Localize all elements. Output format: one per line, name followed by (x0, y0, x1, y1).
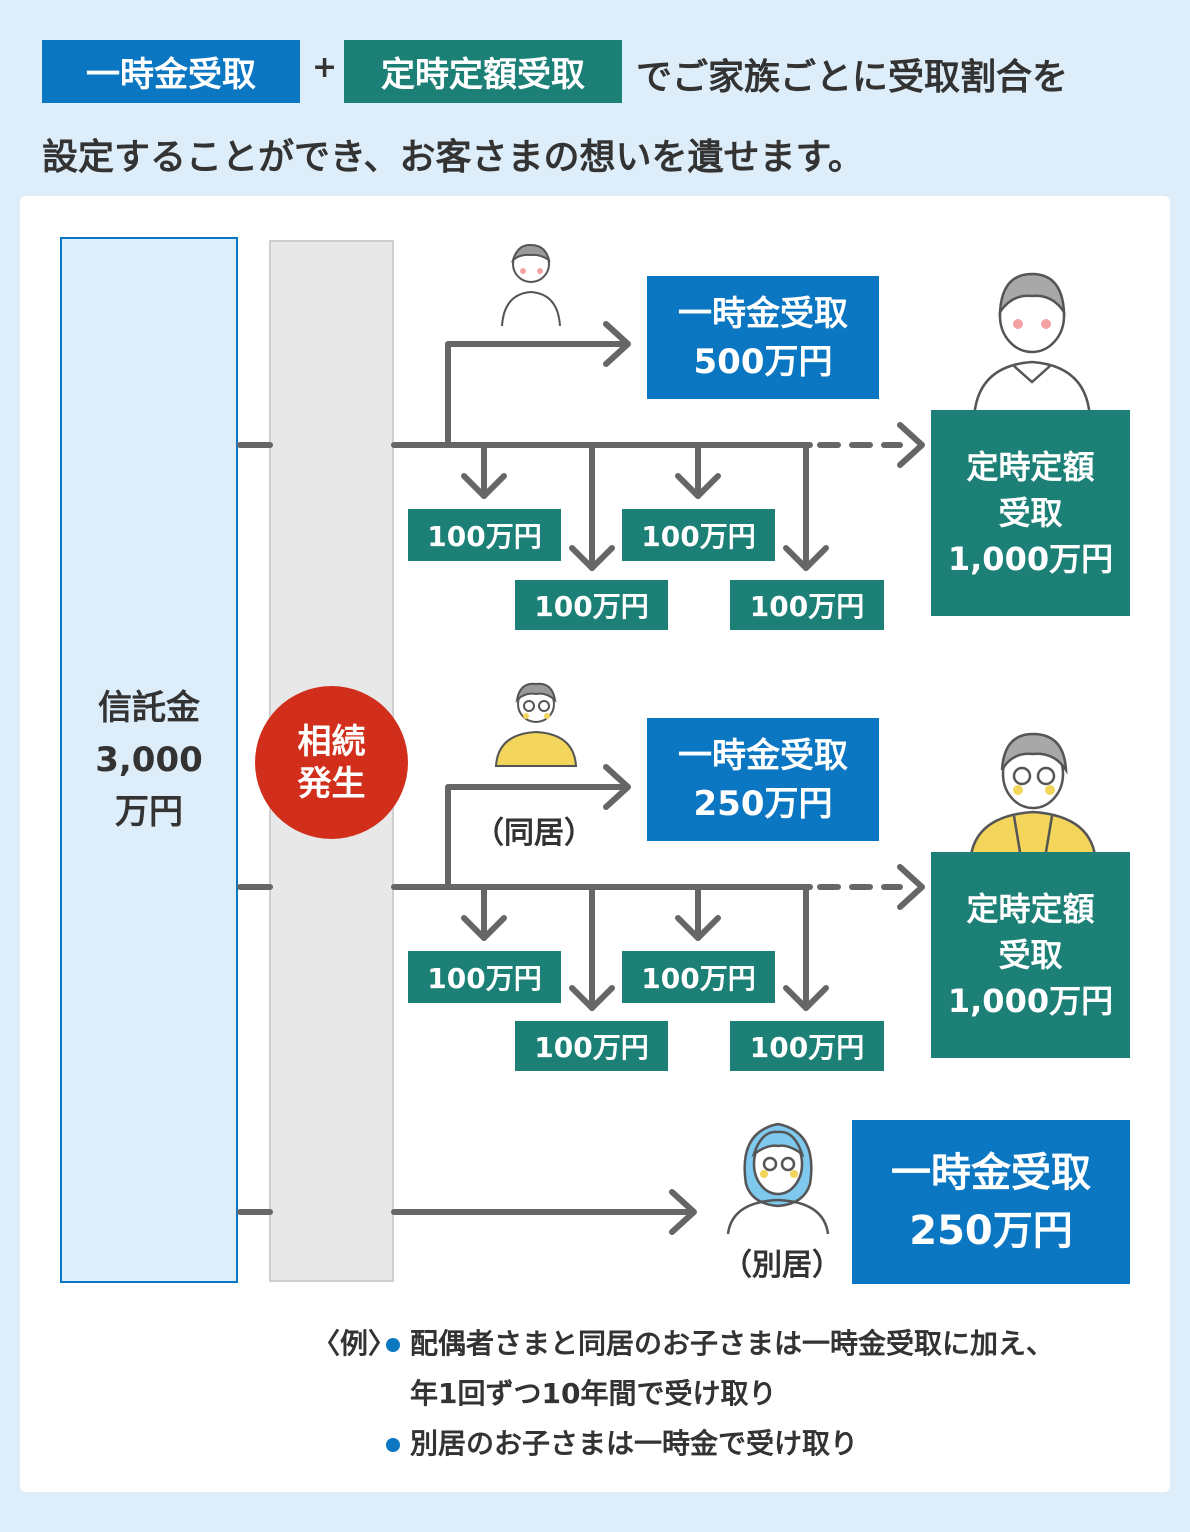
trust-amount-box: 信託金 3,000 万円 (60, 237, 238, 1283)
cohabiting-periodic-label2: 受取 (998, 936, 1063, 974)
child-separate-illustration (726, 1122, 830, 1235)
footnote-prefix: 〈例〉 (312, 1327, 397, 1360)
spouse-installment-1: 100万円 (408, 509, 561, 561)
headline-line2: 設定することができ、お客さまの想いを遺せます。 (42, 137, 864, 178)
trust-label: 信託金 (98, 688, 200, 728)
footnote-bullet-1-cont: 年1回ずつ10年間で受け取り (410, 1377, 777, 1410)
child-cohabiting-illustration (968, 732, 1098, 866)
cohabiting-lump-sum-box: 一時金受取 250万円 (647, 718, 879, 841)
cohabiting-periodic-box: 定時定額 受取 1,000万円 (931, 852, 1130, 1058)
footnote-bullet-2: 別居のお子さまは一時金で受け取り (386, 1422, 858, 1462)
lump-sum-tag: 一時金受取 (42, 40, 300, 103)
child-cohabiting-small-illustration (494, 682, 578, 767)
cohabiting-installment-3: 100万円 (622, 951, 775, 1003)
cohabiting-installment-1: 100万円 (408, 951, 561, 1003)
spouse-installment-3: 100万円 (622, 509, 775, 561)
cohabiting-installment-4: 100万円 (730, 1021, 884, 1071)
spouse-lump-amount: 500万円 (693, 341, 833, 382)
trust-unit: 万円 (115, 792, 183, 832)
cohabiting-periodic-label1: 定時定額 (966, 890, 1095, 928)
separate-lump-label: 一時金受取 (891, 1150, 1091, 1196)
spouse-lump-label: 一時金受取 (678, 293, 848, 334)
spouse-lump-sum-box: 一時金受取 500万円 (647, 276, 879, 399)
inheritance-line1: 相続 (297, 721, 366, 762)
footnote-bullet-2-text: 別居のお子さまは一時金で受け取り (410, 1427, 859, 1460)
cohabiting-lump-label: 一時金受取 (678, 735, 848, 776)
inheritance-line2: 発生 (297, 763, 366, 804)
spouse-periodic-label1: 定時定額 (966, 448, 1095, 486)
spouse-periodic-box: 定時定額 受取 1,000万円 (931, 410, 1130, 616)
spouse-periodic-amount: 1,000万円 (947, 540, 1114, 578)
spouse-illustration (972, 272, 1092, 421)
periodic-tag: 定時定額受取 (344, 40, 622, 103)
separate-lump-amount: 250万円 (909, 1208, 1073, 1254)
cohabiting-installment-2: 100万円 (515, 1021, 668, 1071)
bullet-dot (386, 1338, 400, 1352)
inheritance-circle: 相続 発生 (255, 686, 408, 839)
plus-sign: + (312, 50, 338, 85)
cohabiting-lump-amount: 250万円 (693, 783, 833, 824)
spouse-small-illustration (501, 243, 561, 327)
spouse-periodic-label2: 受取 (998, 494, 1063, 532)
headline-line1: でご家族ごとに受取割合を (636, 57, 1069, 98)
cohabiting-note: （同居） (474, 816, 594, 851)
separate-note: （別居） (722, 1248, 842, 1283)
cohabiting-periodic-amount: 1,000万円 (947, 982, 1114, 1020)
spouse-installment-2: 100万円 (515, 580, 668, 630)
separate-lump-sum-box: 一時金受取 250万円 (852, 1120, 1130, 1284)
bullet-dot (386, 1438, 400, 1452)
trust-amount: 3,000 (95, 740, 203, 780)
footnote-bullet-1-text: 配偶者さまと同居のお子さまは一時金受取に加え、 (410, 1327, 1055, 1360)
spouse-installment-4: 100万円 (730, 580, 884, 630)
footnote-bullet-1: 配偶者さまと同居のお子さまは一時金受取に加え、 (386, 1322, 1054, 1362)
